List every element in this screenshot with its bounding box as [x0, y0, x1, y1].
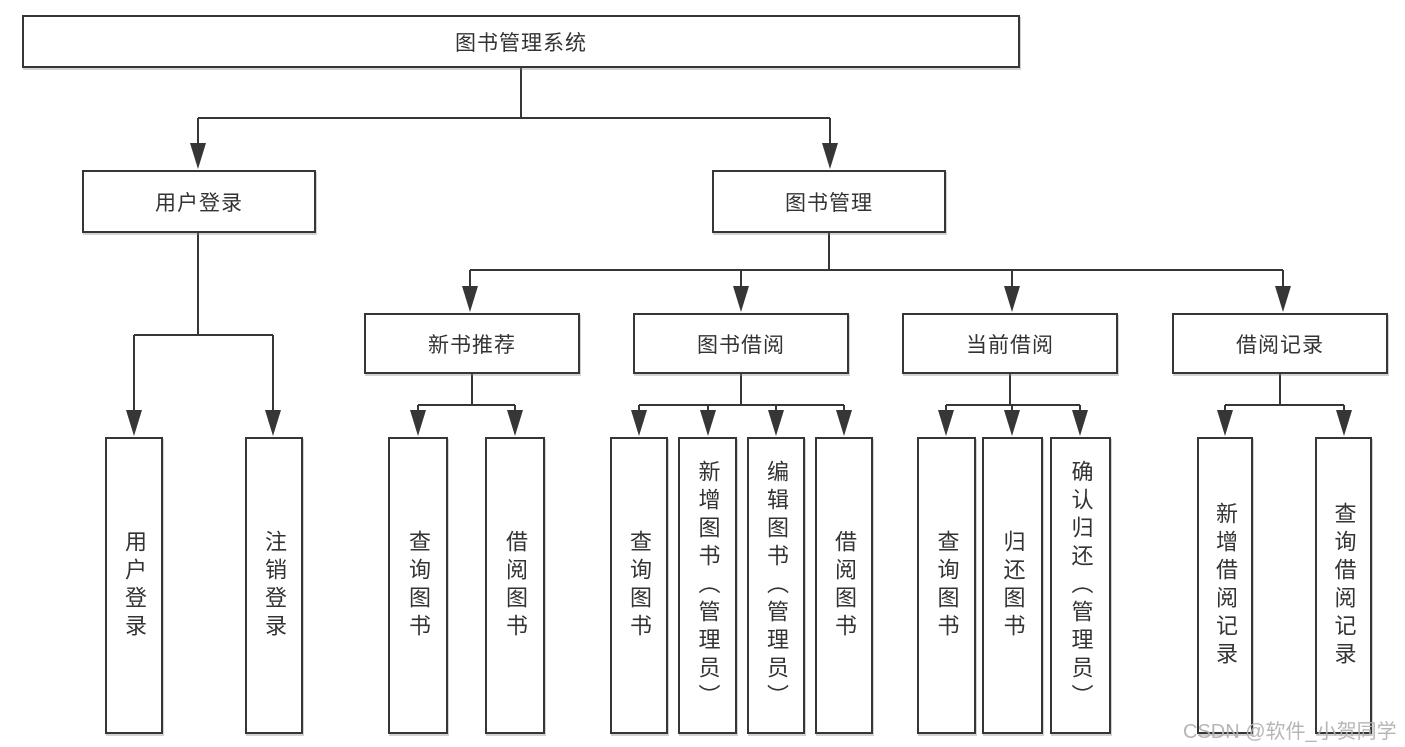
arrow-down-icon	[631, 410, 647, 436]
arrow-down-icon	[190, 143, 206, 169]
leaf-borrow-add-books-admin: 新增图书（管理员）	[678, 437, 737, 734]
node-label: 图书管理	[785, 191, 873, 215]
arrow-down-icon	[1275, 286, 1291, 312]
node-label: 借阅图书	[503, 529, 528, 642]
node-label: 图书管理系统	[455, 31, 587, 55]
node-label: 查询图书	[934, 529, 960, 642]
arrow-down-icon	[1217, 410, 1233, 436]
arrow-down-icon	[1004, 410, 1020, 436]
node-label: 注销登录	[262, 529, 287, 642]
node-label: 归还图书	[1000, 529, 1026, 642]
node-label: 新增图书（管理员）	[695, 459, 721, 712]
arrow-down-icon	[507, 410, 523, 436]
node-book-management: 图书管理	[712, 170, 946, 233]
csdn-watermark: CSDN @软件_小贺同学	[1183, 721, 1397, 743]
node-user-login: 用户登录	[82, 170, 316, 233]
node-label: 确认归还（管理员）	[1068, 459, 1094, 712]
leaf-current-query-books: 查询图书	[917, 437, 976, 734]
leaf-logout: 注销登录	[245, 437, 303, 734]
node-label: 用户登录	[155, 191, 243, 215]
arrow-down-icon	[1004, 286, 1020, 312]
node-label: 借阅记录	[1236, 333, 1324, 357]
arrow-down-icon	[700, 410, 716, 436]
arrow-down-icon	[1336, 410, 1352, 436]
arrow-down-icon	[733, 286, 749, 312]
arrow-down-icon	[410, 410, 426, 436]
node-label: 新书推荐	[428, 333, 516, 357]
leaf-borrow-borrow-books: 借阅图书	[815, 437, 873, 734]
leaf-user-login: 用户登录	[105, 437, 163, 734]
node-borrow-record: 借阅记录	[1172, 313, 1388, 374]
node-label: 当前借阅	[966, 333, 1054, 357]
node-label: 编辑图书（管理员）	[764, 459, 789, 712]
arrow-down-icon	[1072, 410, 1088, 436]
leaf-borrow-query-books: 查询图书	[610, 437, 668, 734]
arrow-down-icon	[462, 286, 478, 312]
node-label: 借阅图书	[832, 529, 857, 642]
arrow-down-icon	[836, 410, 852, 436]
arrow-down-icon	[768, 410, 784, 436]
leaf-current-confirm-return-admin: 确认归还（管理员）	[1050, 437, 1111, 734]
node-label: 查询图书	[627, 529, 652, 642]
leaf-record-add-borrow-record: 新增借阅记录	[1197, 437, 1253, 734]
node-library-management-system: 图书管理系统	[22, 15, 1020, 68]
connector-paths	[133, 68, 1345, 413]
node-label: 查询图书	[406, 529, 431, 642]
node-label: 查询借阅记录	[1331, 501, 1357, 670]
node-label: 图书借阅	[697, 333, 785, 357]
arrow-down-icon	[822, 143, 838, 169]
node-book-borrow: 图书借阅	[633, 313, 849, 374]
node-new-book-recommend: 新书推荐	[364, 313, 580, 374]
leaf-record-query-borrow-record: 查询借阅记录	[1315, 437, 1372, 734]
arrowheads	[126, 143, 1352, 436]
arrow-down-icon	[126, 410, 142, 436]
leaf-borrow-edit-books-admin: 编辑图书（管理员）	[747, 437, 805, 734]
node-label: 用户登录	[122, 529, 147, 642]
arrow-down-icon	[265, 410, 281, 436]
arrow-down-icon	[938, 410, 954, 436]
leaf-newbook-query-books: 查询图书	[388, 437, 448, 734]
node-label: 新增借阅记录	[1213, 501, 1238, 670]
node-current-borrow: 当前借阅	[902, 313, 1118, 374]
leaf-current-return-books: 归还图书	[982, 437, 1043, 734]
leaf-newbook-borrow-books: 借阅图书	[485, 437, 545, 734]
